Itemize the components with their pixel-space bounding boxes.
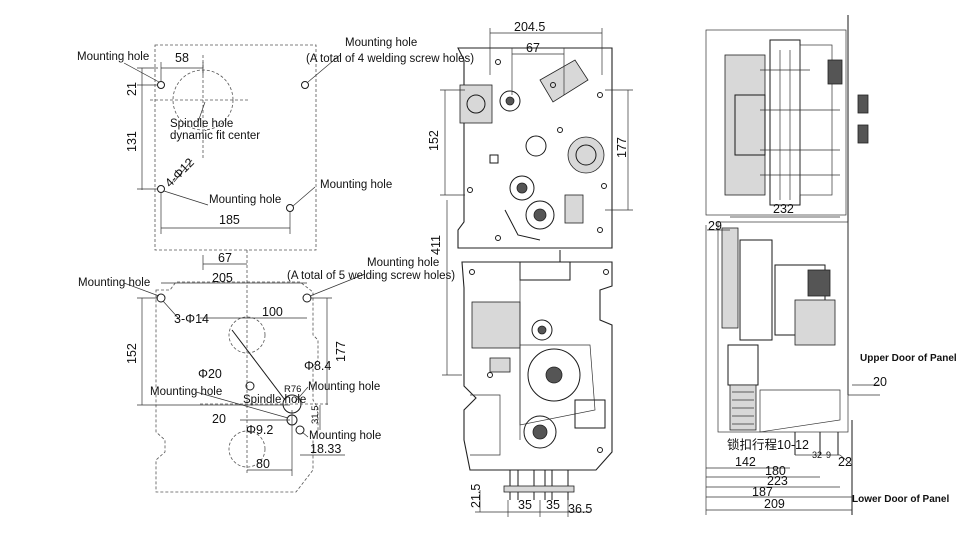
mounting-hole-label: Mounting hole [77, 51, 149, 63]
lower-unit-frame [717, 221, 849, 433]
mounting-hole-icon [286, 204, 294, 212]
dim-67: 67 [218, 251, 232, 265]
dim-205: 205 [212, 271, 233, 285]
right-view: 232 29 Upper Door of Panel 20 Lower Door… [705, 15, 957, 515]
upper-unit-frame [705, 29, 847, 216]
dim-22: 22 [838, 455, 852, 469]
mounting-hole-icon [157, 81, 165, 89]
dim-9: 9 [826, 450, 831, 460]
spindle-label: Spindle hole [170, 118, 233, 130]
dim-18-33: 18.33 [310, 442, 341, 456]
dim-204-5: 204.5 [514, 20, 545, 34]
dim-58: 58 [175, 51, 189, 65]
mounting-hole-label: Mounting hole [308, 381, 380, 393]
mounting-hole-icon [301, 81, 309, 89]
dim-35-b: 35 [546, 498, 560, 512]
mounting-hole-label: Mounting hole [320, 179, 392, 191]
large-gear [567, 136, 605, 174]
spindle-label-2: dynamic fit center [170, 130, 260, 142]
mounting-hole-label: Mounting hole [345, 37, 417, 49]
mounting-hole-icon [157, 185, 165, 193]
dim-177: 177 [334, 341, 348, 362]
welding-note: (A total of 4 welding screw holes) [306, 53, 474, 65]
mounting-hole-label: Mounting hole [309, 430, 381, 442]
dim-411: 411 [429, 235, 443, 255]
dim-131: 131 [125, 131, 139, 152]
lock-travel-label: 锁扣行程10-12 [727, 437, 809, 452]
middle-view: 204.5 67 152 177 411 21.5 35 35 36.5 [427, 20, 633, 517]
dim-142: 142 [735, 455, 756, 469]
dim-31-5: 31.5 [310, 406, 321, 425]
dim-232: 232 [773, 202, 794, 216]
dim-phi8-4: Φ8.4 [304, 359, 331, 373]
mounting-hole-icon [295, 425, 305, 435]
upper-door-label: Upper Door of Panel [860, 353, 957, 364]
mounting-hole-icon [302, 293, 312, 303]
bottom-panel-outline [155, 281, 319, 493]
dim-36-5: 36.5 [568, 502, 592, 516]
dim-phi9-2: Φ9.2 [246, 423, 273, 437]
cam-wheel [527, 348, 581, 402]
lower-mechanism-plate [461, 261, 613, 471]
dim-4-phi12: 4-Φ12 [162, 155, 197, 190]
mounting-hole-label: Mounting hole [150, 386, 222, 398]
dim-phi20: Φ20 [198, 367, 222, 381]
dim-177: 177 [615, 137, 629, 158]
dim-r76: R76 [284, 384, 301, 395]
spindle-hole-label: Spindle hole [243, 394, 306, 406]
dim-21-5: 21.5 [469, 484, 483, 508]
mounting-hole-label: Mounting hole [209, 194, 281, 206]
dim-152: 152 [125, 343, 139, 364]
dim-32: 32 [812, 450, 822, 460]
dim-35-a: 35 [518, 498, 532, 512]
dim-152: 152 [427, 130, 441, 151]
dim-180: 180 [765, 464, 786, 478]
dim-185: 185 [219, 213, 240, 227]
dim-20: 20 [212, 412, 226, 426]
dim-223: 223 [767, 474, 788, 488]
dim-80: 80 [256, 457, 270, 471]
upper-circle [228, 316, 266, 354]
dim-3-phi14: 3-Φ14 [174, 312, 209, 326]
dim-209: 209 [764, 497, 785, 511]
dim-187: 187 [752, 485, 773, 499]
left-top-view: Mounting hole Mounting hole (A total of … [77, 37, 474, 251]
dim-29: 29 [708, 219, 722, 233]
dim-20: 20 [873, 375, 887, 389]
mounting-hole-icon [156, 293, 166, 303]
lower-door-label: Lower Door of Panel [852, 494, 949, 505]
mounting-hole-label: Mounting hole [78, 277, 150, 289]
dim-67: 67 [526, 41, 540, 55]
spring-coil [729, 384, 757, 431]
dim-100: 100 [262, 305, 283, 319]
lower-circle [228, 430, 266, 468]
dim-21: 21 [125, 82, 139, 96]
top-panel-outline [154, 44, 317, 251]
mounting-hole-label: Mounting hole [367, 257, 439, 269]
left-bottom-view: Mounting hole Mounting hole (A total of … [78, 250, 455, 493]
welding-note: (A total of 5 welding screw holes) [287, 270, 455, 282]
